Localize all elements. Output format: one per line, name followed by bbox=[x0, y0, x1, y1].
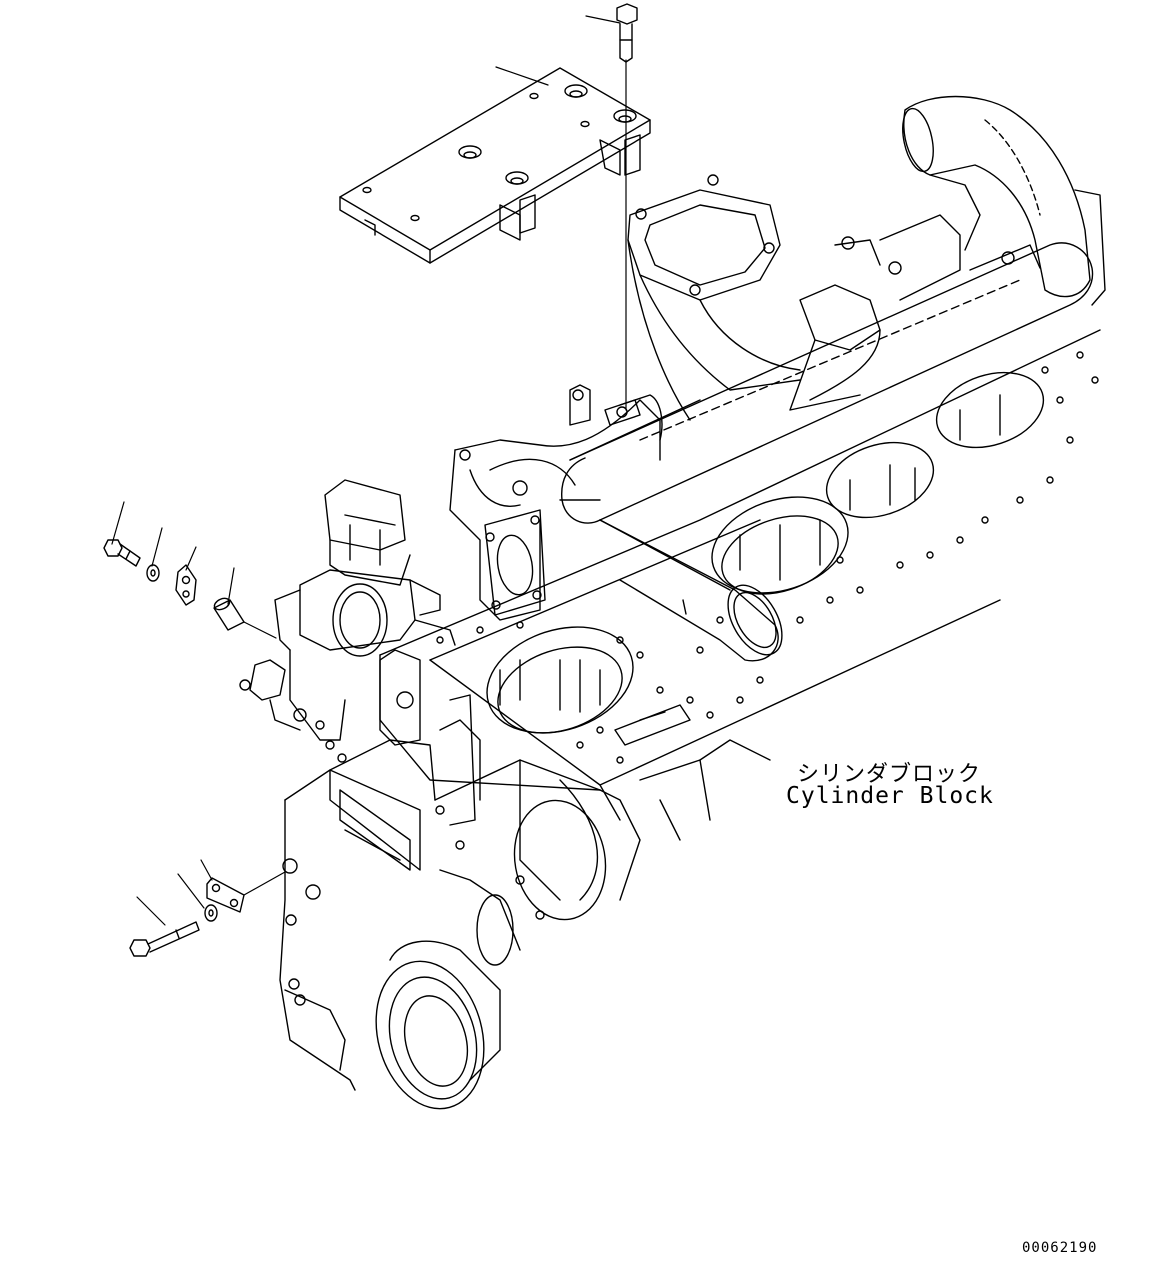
block-deck bbox=[379, 329, 1101, 821]
bracket-plate bbox=[339, 67, 651, 264]
leader-lower-washer bbox=[177, 873, 205, 909]
engine-assembly bbox=[239, 95, 1106, 1110]
guide-spacer bbox=[243, 621, 277, 639]
leader-upper-bolt bbox=[111, 501, 125, 545]
leader-upper-washer bbox=[151, 527, 163, 567]
exhaust-manifold bbox=[559, 174, 1094, 662]
turbo-flange bbox=[627, 174, 801, 421]
upper-clip bbox=[175, 564, 197, 606]
leader-upper-clip bbox=[185, 546, 197, 571]
guide-lower-clip bbox=[243, 871, 286, 896]
lower-washer bbox=[204, 904, 218, 922]
upper-bolt bbox=[103, 539, 141, 567]
leader-bracket-plate bbox=[495, 66, 549, 86]
exhaust-elbow bbox=[902, 95, 1106, 306]
leader-spacer bbox=[227, 567, 235, 605]
leader-lines bbox=[111, 15, 627, 926]
upper-washer bbox=[146, 564, 160, 582]
cylinder-block-callout-english: Cylinder Block bbox=[786, 783, 994, 809]
lower-bolt bbox=[129, 921, 200, 957]
leader-lower-clip bbox=[200, 859, 213, 881]
drawing-number: 00062190 bbox=[1022, 1240, 1098, 1256]
leader-lower-bolt bbox=[136, 896, 166, 926]
thermostat-housing bbox=[449, 384, 663, 621]
lower-clip bbox=[206, 877, 245, 913]
plate-bolt bbox=[616, 3, 638, 63]
leader-plate-bolt bbox=[585, 15, 621, 24]
cylinder-block-callout-japanese: シリンダブロック bbox=[797, 762, 982, 787]
pump-housing bbox=[239, 479, 456, 741]
gear-case bbox=[279, 649, 771, 1110]
